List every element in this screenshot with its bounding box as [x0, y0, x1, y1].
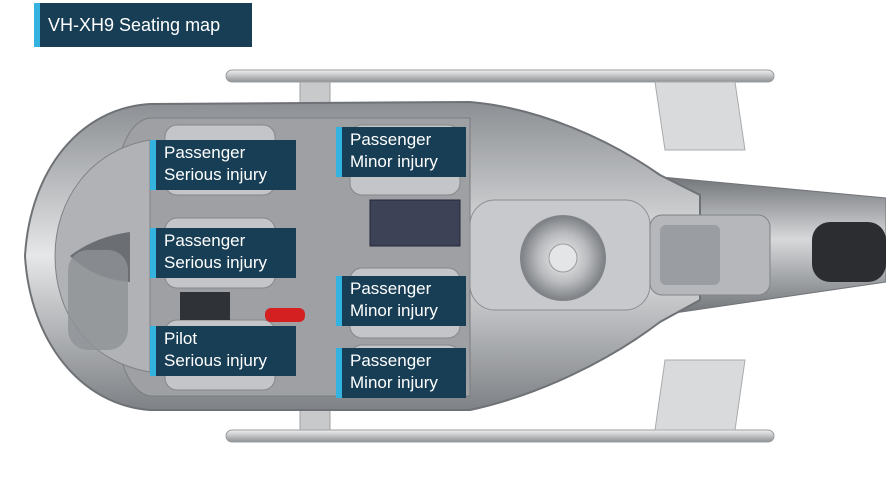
- seat-role: Pilot: [164, 329, 198, 348]
- seat-injury: Minor injury: [350, 301, 438, 320]
- engine-intake: [660, 225, 720, 285]
- seat-injury: Serious injury: [164, 165, 267, 184]
- pedal-area: [68, 250, 128, 350]
- seat-injury: Serious injury: [164, 351, 267, 370]
- seat-label-pilot: Pilot Serious injury: [150, 326, 296, 376]
- landing-skid-top: [225, 69, 775, 151]
- seat-role: Passenger: [350, 130, 432, 149]
- seat-label-rear-left-top: Passenger Serious injury: [150, 140, 296, 190]
- seat-label-rear-right-top: Passenger Minor injury: [336, 127, 466, 177]
- seat-injury: Minor injury: [350, 152, 438, 171]
- seat-role: Passenger: [350, 279, 432, 298]
- seat-label-rear-right-bottom: Passenger Minor injury: [336, 348, 466, 398]
- landing-skid-bottom: [225, 359, 775, 443]
- seat-injury: Serious injury: [164, 253, 267, 272]
- seat-role: Passenger: [164, 143, 246, 162]
- seat-role: Passenger: [164, 231, 246, 250]
- seat-label-rear-right-middle: Passenger Minor injury: [336, 276, 466, 326]
- red-fire-extinguisher: [265, 308, 305, 322]
- center-seat-block: [369, 199, 461, 247]
- rotor-hub-center: [548, 243, 578, 273]
- seating-map-title: VH-XH9 Seating map: [34, 3, 252, 47]
- seat-label-rear-left-middle: Passenger Serious injury: [150, 228, 296, 278]
- seat-role: Passenger: [350, 351, 432, 370]
- center-console: [180, 292, 230, 320]
- seat-injury: Minor injury: [350, 373, 438, 392]
- tail-fairing: [812, 222, 886, 282]
